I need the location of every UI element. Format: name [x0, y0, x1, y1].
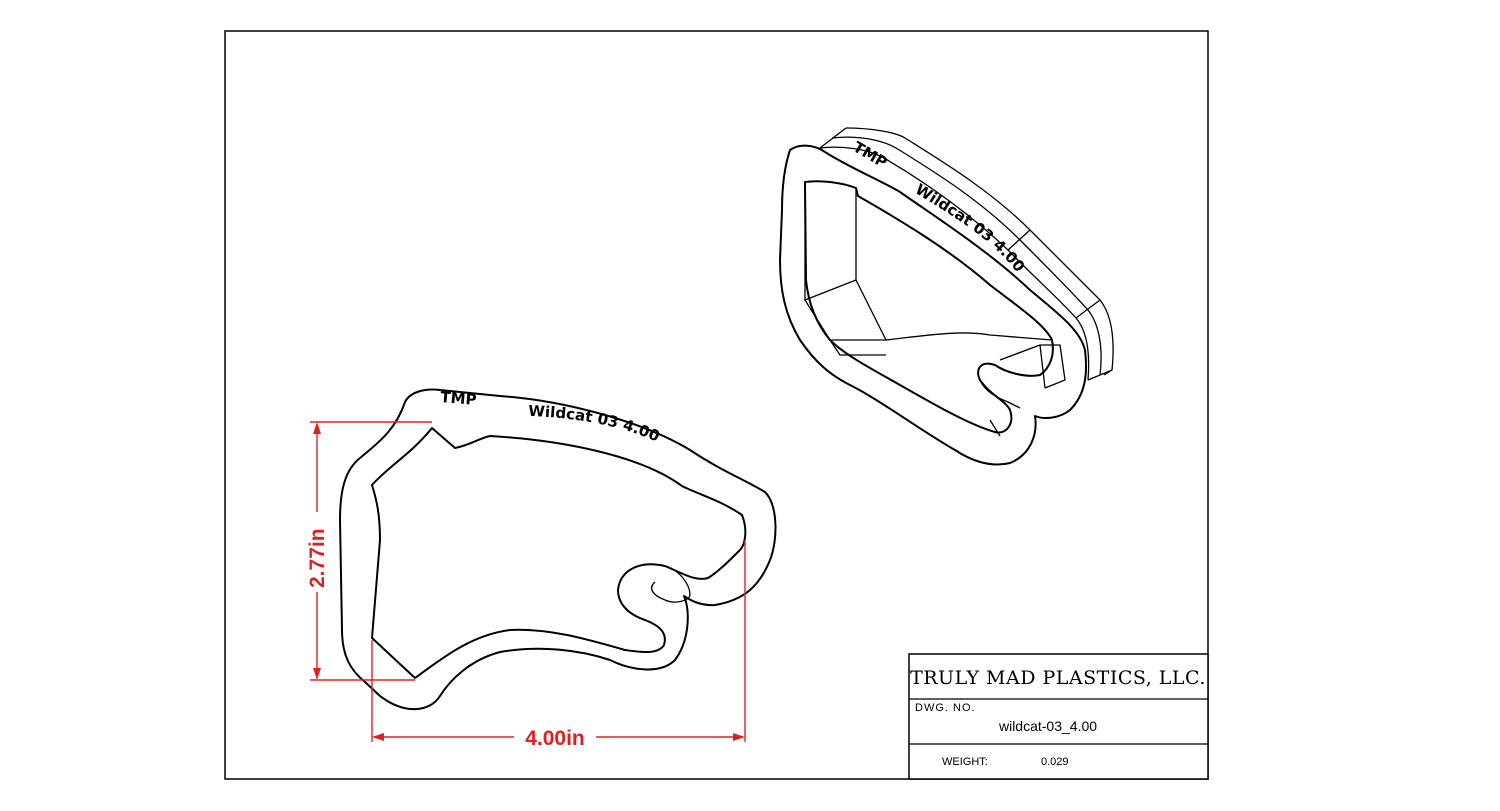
width-arrow-left [372, 733, 384, 741]
company-name: TRULY MAD PLASTICS, LLC. [910, 667, 1206, 689]
drawing-border [224, 30, 1209, 780]
isometric-view: TMP Wildcat 03 4.00 [779, 127, 1114, 466]
emboss-brand: TMP [440, 388, 477, 409]
cutter-outer-outline [339, 388, 777, 711]
iso-inner-wall-1 [804, 182, 857, 301]
dwg-no-value: wildcat-03_4.00 [998, 718, 1097, 734]
iso-jaw-ridge [999, 344, 1066, 389]
width-arrow-right [733, 733, 745, 741]
dimension-height: 2.77in [303, 421, 432, 681]
iso-back-layer-2 [831, 136, 1102, 376]
jaw-notch [651, 565, 691, 603]
iso-depth-edge-3 [1075, 299, 1101, 319]
iso-jaw-notch [979, 379, 1021, 437]
height-arrow-top [313, 422, 321, 434]
width-label: 4.00in [525, 727, 585, 750]
iso-depth-edge-4 [1007, 229, 1031, 251]
iso-depth-edge-2 [1087, 369, 1113, 381]
iso-outer-outline [779, 144, 1088, 466]
iso-emboss-name-size: Wildcat 03 4.00 [912, 180, 1028, 275]
title-block-frame [908, 653, 1209, 780]
dimension-width: 4.00in [371, 540, 746, 750]
dwg-no-label: DWG. NO. [915, 702, 976, 714]
front-view: TMP Wildcat 03 4.00 [339, 388, 777, 711]
height-label: 2.77in [306, 528, 329, 588]
title-block: TRULY MAD PLASTICS, LLC. DWG. NO. wildca… [908, 653, 1209, 780]
iso-inner-wall-3 [885, 332, 1053, 341]
cutter-inner-outline [371, 427, 747, 679]
weight-value: 0.029 [1041, 756, 1069, 768]
iso-back-layer-1 [819, 146, 1090, 381]
height-arrow-bottom [313, 668, 321, 680]
iso-back-layer-3 [845, 127, 1114, 376]
iso-depth-edge-1 [819, 127, 847, 149]
iso-inner-outline [804, 180, 1054, 434]
iso-inner-wall-4 [829, 339, 886, 356]
emboss-name-size: Wildcat 03 4.00 [528, 402, 662, 446]
weight-label: WEIGHT: [942, 756, 988, 768]
iso-inner-wall-2 [804, 279, 887, 341]
